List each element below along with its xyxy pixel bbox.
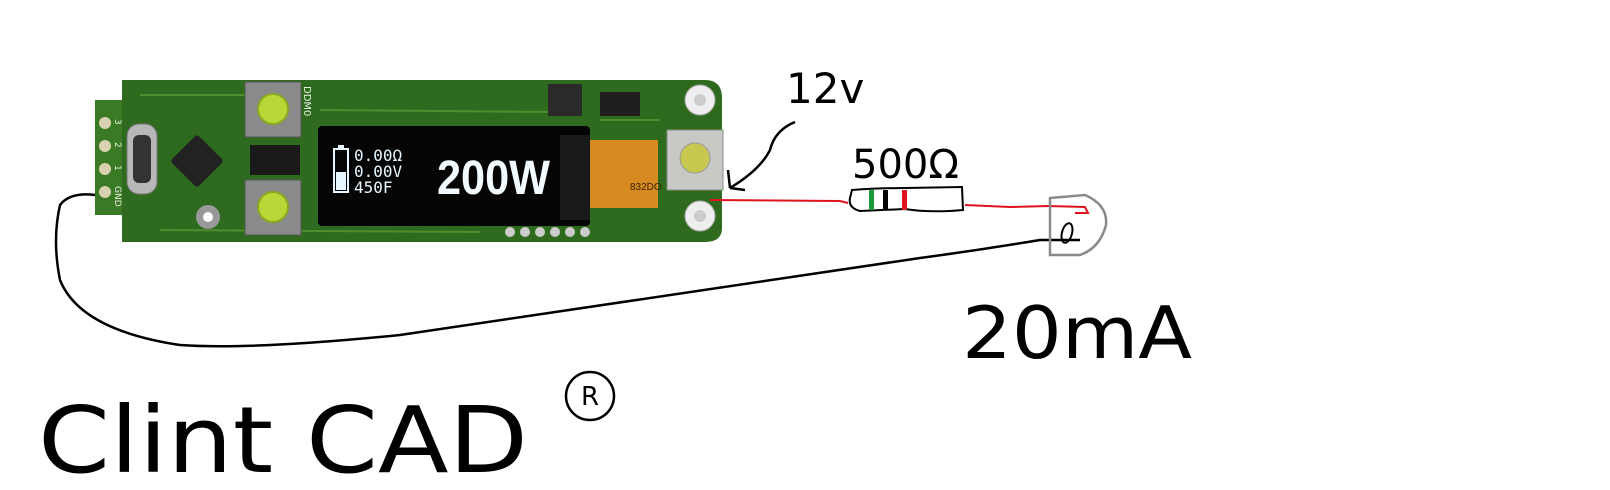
current-label: 20mA [962,291,1192,375]
ground-wire [54,193,1080,348]
display-voltage: 0.00V [354,162,403,181]
resistor [848,185,965,213]
pin-label: 2 [112,142,122,148]
pcb-board: 3 2 1 GND DDM0 832DO [95,80,724,242]
positive-wire-to-led [964,204,1090,214]
pin-label: 3 [112,119,122,125]
battery-low-icon [333,145,349,193]
button-down[interactable] [244,179,302,236]
silkscreen-label: DDM0 [301,86,312,116]
display-temperature: 450F [354,178,393,197]
display-resistance: 0.00Ω [354,146,403,165]
signature-text: Clint CAD [38,387,528,490]
button-fire[interactable] [666,129,724,191]
led-symbol [1060,222,1074,244]
oled-screen [318,126,590,226]
resistor-band [902,190,907,210]
resistance-label: 500Ω [852,142,959,188]
resistor-band [869,190,874,210]
voltage-label: 12v [786,64,864,113]
positive-wire [709,199,849,204]
arrow-icon [726,120,796,192]
pin-labels: 3 2 1 GND [112,119,122,207]
button-up[interactable] [244,81,302,138]
pin-label-gnd: GND [112,186,122,207]
flex-label: 832DO [630,182,662,193]
header-pins [505,227,590,237]
chip [171,135,223,187]
registered-mark: R [581,382,599,412]
registered-mark-icon [564,370,616,422]
flex-cable [588,140,658,208]
led-outline [1048,193,1108,257]
resistor-band [883,190,888,210]
display-power: 200W [437,152,551,205]
pin-label: 1 [112,165,122,171]
